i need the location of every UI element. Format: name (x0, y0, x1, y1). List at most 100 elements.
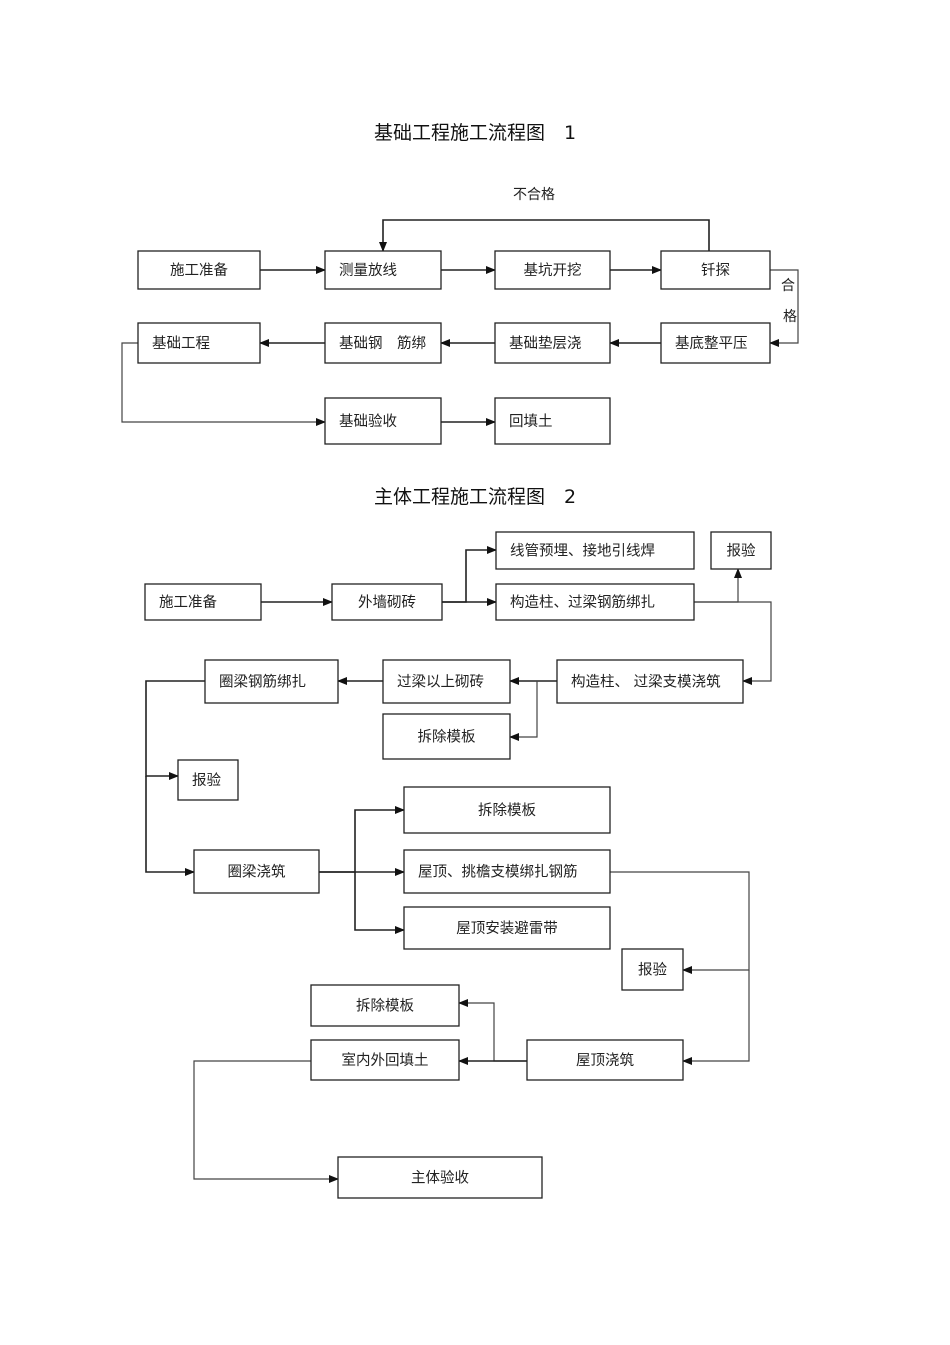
process-box (324, 250, 442, 290)
process-label: 圈梁浇筑 (228, 864, 286, 881)
diagram2-node-col_pour: 构造柱、 过梁支模浇筑 (556, 659, 744, 704)
edge-label-pass-2: 格 (783, 309, 797, 325)
process-label: 钎探 (701, 262, 730, 279)
process-box (403, 849, 611, 894)
diagram2-edge-wall-to-conduit (442, 546, 497, 603)
edge-label-fail: 不合格 (513, 187, 555, 203)
process-box (382, 659, 511, 704)
process-label: 基础垫层浇 (509, 335, 582, 352)
diagram1-edge-probe-to-survey (379, 219, 710, 252)
process-box (403, 906, 611, 950)
diagram2-node-ring_rebar: 圈梁钢筋绑扎 (204, 659, 339, 704)
process-box (556, 659, 744, 704)
process-box (495, 531, 695, 570)
process-box (403, 786, 611, 834)
process-label: 室内外回填土 (342, 1052, 429, 1069)
process-box (137, 250, 261, 290)
process-label: 报验 (192, 772, 221, 789)
diagram2-node-demold1: 拆除模板 (382, 713, 511, 760)
process-box (137, 322, 261, 364)
process-box (337, 1156, 543, 1199)
diagram2-edge-ring_pour-to-demold2 (319, 806, 405, 873)
process-label: 基础验收 (339, 413, 397, 430)
process-box (324, 322, 442, 364)
process-label: 报验 (727, 543, 756, 560)
process-label: 回填土 (509, 413, 553, 430)
diagram1-node-survey: 测量放线 (324, 250, 442, 290)
diagram2-node-inspect2: 报验 (177, 759, 239, 801)
diagram2-title: 主体工程施工流程图 2 (374, 486, 576, 508)
diagram2-edge-col_rebar-to-col_pour (694, 601, 772, 685)
diagram2-node-roof_pour: 屋顶浇筑 (526, 1039, 684, 1081)
diagram1-node-prep: 施工准备 (137, 250, 261, 290)
process-label: 基础工程 (152, 335, 210, 352)
diagram2-edge-ring_rebar-to-inspect2 (145, 680, 205, 780)
diagram2-edge-ring_pour-to-lightning (354, 872, 405, 934)
process-label: 屋顶浇筑 (576, 1052, 634, 1069)
process-box (494, 397, 611, 445)
process-box (710, 531, 772, 570)
process-label: 报验 (638, 962, 667, 979)
process-label: 基底整平压 (675, 335, 748, 352)
process-box (526, 1039, 684, 1081)
process-box (660, 250, 771, 290)
process-label: 构造柱、过梁钢筋绑扎 (510, 594, 655, 611)
diagram2-edge-roof_form-to-inspect3 (610, 871, 750, 974)
process-label: 基础钢 筋绑 (339, 335, 426, 352)
diagram2-node-inspect1: 报验 (710, 531, 772, 570)
diagram2-node-conduit: 线管预埋、接地引线焊 (495, 531, 695, 570)
diagram2-node-roof_form: 屋顶、挑檐支模绑扎钢筋 (403, 849, 611, 894)
edges-layer (121, 219, 799, 1183)
process-box (204, 659, 339, 704)
diagram1-edge-probe-to-compact (769, 269, 799, 347)
process-box (382, 713, 511, 760)
diagram2-node-prep: 施工准备 (144, 583, 262, 621)
diagram2-edge-roof_pour-to-demold3 (458, 999, 527, 1062)
process-label: 构造柱、 过梁支模浇筑 (571, 674, 721, 691)
process-label: 主体验收 (411, 1170, 469, 1187)
process-label: 测量放线 (339, 262, 397, 279)
process-box (193, 849, 320, 894)
process-label: 圈梁钢筋绑扎 (219, 674, 306, 691)
process-label: 拆除模板 (478, 801, 536, 819)
edge-label-pass-1: 合 (781, 278, 795, 294)
process-label: 线管预埋、接地引线焊 (510, 543, 655, 560)
process-box (144, 583, 262, 621)
diagram1-node-probe: 钎探 (660, 250, 771, 290)
diagram1-node-compact: 基底整平压 (660, 322, 771, 364)
diagram1-node-accept: 基础验收 (324, 397, 442, 445)
process-box (660, 322, 771, 364)
diagram1-title: 基础工程施工流程图 1 (374, 122, 576, 144)
diagram1-edge-foundation-to-accept (121, 342, 326, 426)
diagram2-edge-col_rebar-to-inspect1 (694, 568, 742, 603)
diagram2-node-inspect3: 报验 (621, 948, 684, 991)
diagram2-node-wall: 外墙砌砖 (331, 583, 443, 621)
diagram1-node-cushion: 基础垫层浇 (494, 322, 611, 364)
process-box (495, 583, 695, 621)
diagram2-edge-roof_form-to-roof_pour (682, 970, 750, 1065)
process-label: 拆除模板 (418, 728, 476, 746)
process-box (494, 322, 611, 364)
process-label: 拆除模板 (356, 997, 414, 1015)
process-label: 屋顶、挑檐支模绑扎钢筋 (418, 864, 578, 881)
diagram1-node-foundation: 基础工程 (137, 322, 261, 364)
diagram2-node-demold3: 拆除模板 (310, 984, 460, 1027)
diagram2-node-backfill: 室内外回填土 (310, 1039, 460, 1081)
diagram2-node-demold2: 拆除模板 (403, 786, 611, 834)
diagram2-node-ring_pour: 圈梁浇筑 (193, 849, 320, 894)
process-box (310, 984, 460, 1027)
diagram2-node-accept: 主体验收 (337, 1156, 543, 1199)
process-label: 屋顶安装避雷带 (456, 920, 558, 937)
diagram1-node-excavate: 基坑开挖 (494, 250, 611, 290)
process-box (331, 583, 443, 621)
diagram2-node-lightning: 屋顶安装避雷带 (403, 906, 611, 950)
process-label: 施工准备 (159, 594, 217, 611)
process-box (310, 1039, 460, 1081)
diagram1-node-backfill: 回填土 (494, 397, 611, 445)
process-label: 基坑开挖 (524, 262, 582, 279)
diagram2-edge-ring_rebar-to-ring_pour (145, 776, 195, 876)
process-label: 施工准备 (170, 262, 228, 279)
diagram2-node-col_rebar: 构造柱、过梁钢筋绑扎 (495, 583, 695, 621)
